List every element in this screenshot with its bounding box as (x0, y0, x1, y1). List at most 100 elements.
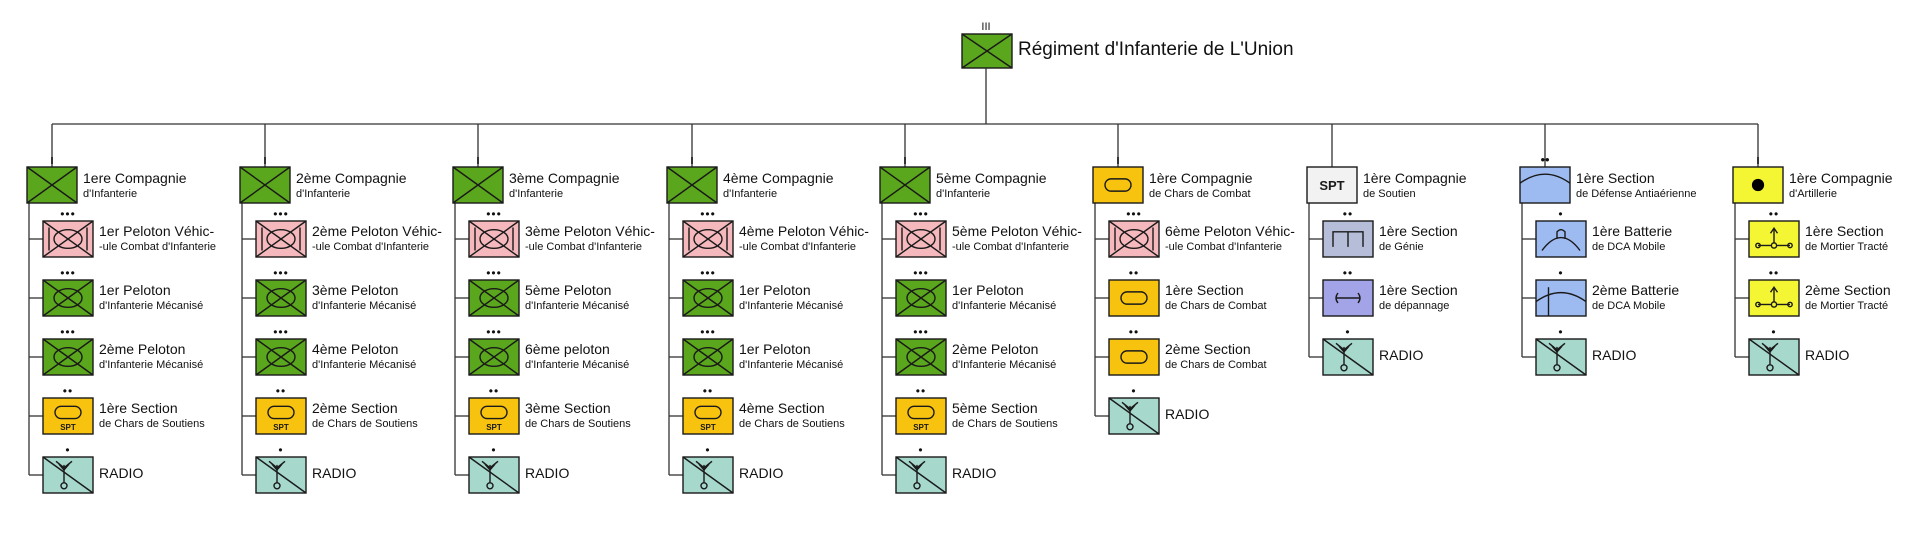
unit-subtitle: de DCA Mobile (1592, 300, 1665, 312)
svg-text:SPT: SPT (1319, 178, 1344, 193)
unit-title: 1ère Section (1805, 223, 1884, 239)
unit-title: 1er Peloton Véhic- (99, 223, 215, 239)
hq-unit: III Régiment d'Infanterie de L'Union (961, 21, 1294, 69)
company-subtitle: d'Artillerie (1789, 188, 1837, 200)
unit-echelon: • (1131, 384, 1136, 398)
mech-symbol-icon (895, 338, 947, 376)
unit-title: 4ème Peloton Véhic- (739, 223, 869, 239)
company-title: 5ème Compagnie (936, 170, 1047, 186)
unit-subtitle: d'Infanterie Mécanisé (952, 300, 1056, 312)
radio-symbol-icon (895, 456, 947, 494)
unit-title: 2ème Section (312, 400, 398, 416)
aa-mobile2-symbol-icon (1535, 279, 1587, 317)
ifv-symbol-icon (682, 220, 734, 258)
company-unit: 1ère Compagnie de Chars de Combat (1092, 157, 1253, 204)
company-subtitle: de Soutien (1363, 188, 1416, 200)
unit-echelon: • (1558, 266, 1563, 280)
unit-echelon: ••• (486, 207, 502, 221)
mech-symbol-icon (468, 279, 520, 317)
company-title: 3ème Compagnie (509, 170, 620, 186)
unit-echelon: ••• (1126, 207, 1142, 221)
engineer-symbol-icon (1322, 220, 1374, 258)
tank-symbol-icon (1092, 166, 1144, 204)
radio-symbol-icon (1535, 338, 1587, 376)
company-subtitle: d'Infanterie (83, 188, 137, 200)
unit-title: 5ème Peloton (525, 282, 611, 298)
unit-title: RADIO (1592, 347, 1636, 363)
aa-mobile-symbol-icon (1535, 220, 1587, 258)
unit-echelon: •• (916, 384, 926, 398)
unit-echelon: ••• (273, 266, 289, 280)
company-title: 1ere Compagnie (83, 170, 187, 186)
unit-title: 2ème Section (1805, 282, 1891, 298)
unit-echelon: ••• (273, 207, 289, 221)
sub-unit: • RADIO (255, 443, 356, 494)
radio-symbol-icon (468, 456, 520, 494)
company-title: 1ère Compagnie (1149, 170, 1253, 186)
mech-symbol-icon (682, 338, 734, 376)
company-subtitle: de Défense Antiaérienne (1576, 188, 1696, 200)
unit-title: 1er Peloton (952, 282, 1024, 298)
company-subtitle: d'Infanterie (936, 188, 990, 200)
unit-title: 6ème Peloton Véhic- (1165, 223, 1295, 239)
unit-echelon: •• (703, 384, 713, 398)
unit-echelon: •• (489, 384, 499, 398)
svg-text:SPT: SPT (913, 423, 929, 432)
unit-echelon: •• (1769, 266, 1779, 280)
unit-echelon: • (278, 443, 283, 457)
unit-title: RADIO (312, 465, 356, 481)
unit-subtitle: de Mortier Tracté (1805, 300, 1888, 312)
tank-spt-symbol-icon: SPT (42, 397, 94, 435)
company-subtitle: d'Infanterie (509, 188, 563, 200)
mortar-symbol-icon (1748, 220, 1800, 258)
unit-title: 1ère Batterie (1592, 223, 1672, 239)
infantry-symbol-icon (879, 166, 931, 204)
unit-title: 2ème Peloton (99, 341, 185, 357)
unit-echelon: ••• (60, 207, 76, 221)
maintenance-symbol-icon (1322, 279, 1374, 317)
sub-unit: •••2ème Peloton Véhic--ule Combat d'Infa… (255, 207, 442, 258)
unit-echelon: ••• (700, 325, 716, 339)
unit-title: 4ème Section (739, 400, 825, 416)
company-subtitle: de Chars de Combat (1149, 188, 1251, 200)
unit-echelon: • (1345, 325, 1350, 339)
unit-title: RADIO (952, 465, 996, 481)
unit-title: RADIO (99, 465, 143, 481)
unit-echelon: ••• (913, 325, 929, 339)
ifv-symbol-icon (895, 220, 947, 258)
unit-echelon: ••• (700, 207, 716, 221)
unit-echelon: ••• (700, 266, 716, 280)
unit-echelon: ••• (273, 325, 289, 339)
unit-echelon: ••• (486, 325, 502, 339)
unit-subtitle: d'Infanterie Mécanisé (525, 300, 629, 312)
sub-unit: •RADIO (1748, 325, 1849, 376)
unit-subtitle: d'Infanterie Mécanisé (739, 300, 843, 312)
unit-echelon: •• (1769, 207, 1779, 221)
unit-title: RADIO (525, 465, 569, 481)
sub-unit: •••4ème Peloton Véhic--ule Combat d'Infa… (682, 207, 869, 258)
unit-title: 6ème peloton (525, 341, 610, 357)
unit-title: 1er Peloton (739, 341, 811, 357)
sub-unit: •••5ème Peloton Véhic--ule Combat d'Infa… (895, 207, 1082, 258)
unit-echelon: •• (1129, 266, 1139, 280)
unit-title: 1ère Section (1379, 282, 1458, 298)
unit-subtitle: de Chars de Soutiens (525, 418, 631, 430)
tank-spt-symbol-icon: SPT (468, 397, 520, 435)
company-title: 2ème Compagnie (296, 170, 407, 186)
unit-subtitle: d'Infanterie Mécanisé (312, 300, 416, 312)
unit-title: 3ème Peloton (312, 282, 398, 298)
